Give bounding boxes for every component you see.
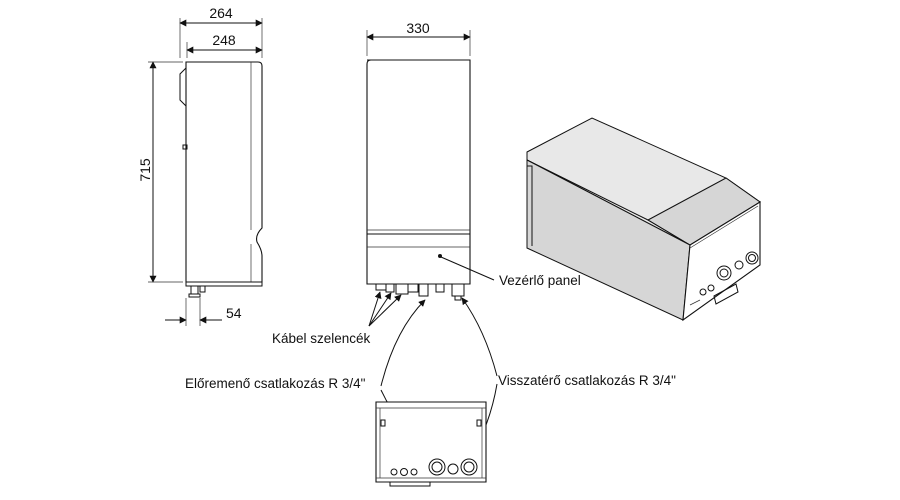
side-view bbox=[179, 61, 263, 298]
bottom-detail-view bbox=[375, 401, 487, 487]
flow-leader-up bbox=[380, 299, 426, 387]
flow-connection-label: Előremenő csatlakozás R 3/4" bbox=[185, 376, 366, 391]
dimension-248: 248 bbox=[186, 32, 263, 58]
dimension-54-label: 54 bbox=[226, 305, 242, 321]
return-leader-up bbox=[461, 297, 498, 377]
control-panel-label: Vezérlő panel bbox=[499, 273, 581, 288]
dimension-330-label: 330 bbox=[406, 20, 430, 36]
cable-glands-label: Kábel szelencék bbox=[272, 331, 371, 346]
isometric-view bbox=[526, 117, 761, 322]
front-view bbox=[366, 59, 471, 301]
return-connection-label: Visszatérő csatlakozás R 3/4" bbox=[498, 373, 676, 388]
control-panel-leader bbox=[440, 256, 495, 281]
dimension-54: 54 bbox=[165, 298, 242, 326]
dimension-248-label: 248 bbox=[212, 32, 236, 48]
dimension-330: 330 bbox=[366, 20, 471, 56]
dimension-715-label: 715 bbox=[137, 158, 153, 182]
dimension-715: 715 bbox=[137, 61, 183, 283]
dimension-264-label: 264 bbox=[209, 5, 233, 21]
